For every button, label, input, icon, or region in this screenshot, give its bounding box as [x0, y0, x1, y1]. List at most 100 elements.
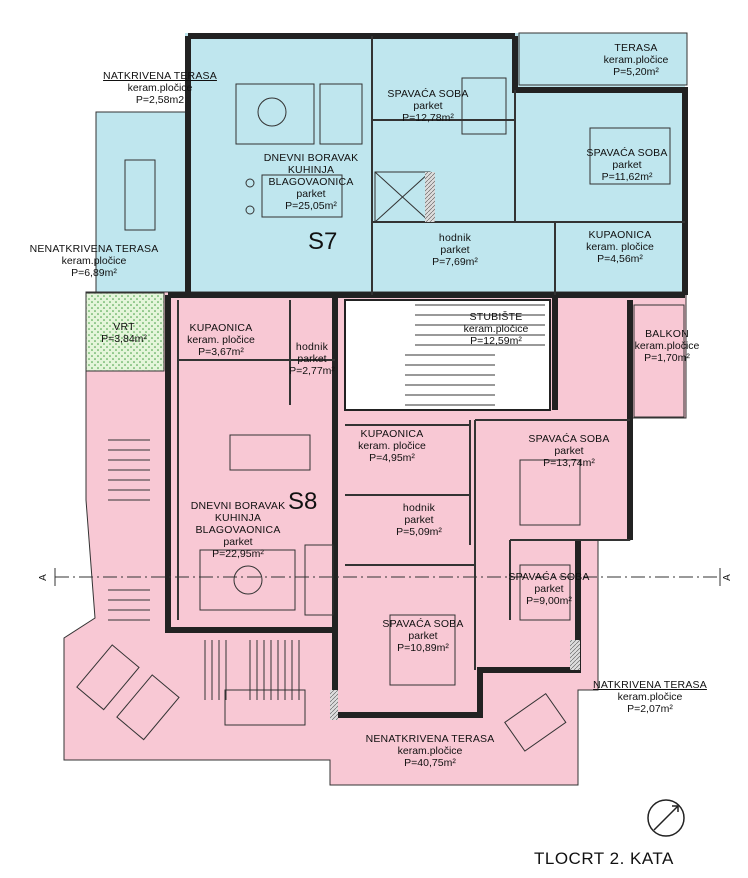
room-finish: parket — [296, 188, 326, 200]
room-area: P=5,20m² — [613, 66, 659, 78]
room-finish: keram. pločice — [358, 440, 426, 452]
room-name: KUPAONICA — [588, 229, 652, 241]
label-vrt: VRT P=3,84m² — [101, 321, 147, 345]
room-name: KUPAONICA — [189, 322, 253, 334]
room-finish: keram. pločice — [586, 241, 654, 253]
room-area: P=4,56m² — [597, 253, 643, 265]
room-finish: parket — [612, 159, 642, 171]
room-area: P=10,89m² — [397, 642, 449, 654]
room-name: NATKRIVENA TERASA — [593, 679, 707, 691]
unit-label-s8: S8 — [288, 488, 318, 515]
label-s8-hodnik-1: hodnik parket P=2,77m² — [289, 341, 335, 377]
room-area: P=3,67m² — [198, 346, 244, 358]
garden-vrt — [85, 292, 165, 372]
room-finish: parket — [534, 583, 564, 595]
label-s7-hodnik: hodnik parket P=7,69m² — [432, 232, 478, 268]
room-name: VRT — [113, 321, 135, 333]
room-finish: keram.pločice — [397, 745, 463, 757]
room-area: P=1,70m² — [644, 352, 690, 364]
label-nat-terasa-right: NATKRIVENA TERASA keram.pločice P=2,07m² — [593, 679, 707, 715]
room-finish: parket — [554, 445, 584, 457]
room-area: P=2,77m² — [289, 365, 335, 377]
room-finish: keram.pločice — [61, 255, 127, 267]
room-area: P=6,89m² — [71, 267, 117, 279]
room-area: P=3,84m² — [101, 333, 147, 345]
room-name: TERASA — [614, 42, 658, 54]
balcony — [633, 304, 685, 418]
north-arrow-icon — [647, 799, 685, 837]
room-name: hodnik — [438, 232, 472, 244]
room-finish: keram.pločice — [127, 82, 193, 94]
room-area: P=40,75m² — [404, 757, 456, 769]
hatched-elements — [330, 172, 580, 720]
label-terasa-top: TERASA keram.pločice P=5,20m² — [604, 42, 669, 78]
room-name: SPAVAĆA SOBA — [387, 88, 469, 100]
room-finish: parket — [408, 630, 438, 642]
label-s7-kupaonica: KUPAONICA keram. pločice P=4,56m² — [586, 229, 654, 265]
room-name: SPAVAĆA SOBA — [382, 618, 464, 630]
label-s8-spavaca-2: SPAVAĆA SOBA parket P=9,00m² — [508, 571, 589, 607]
label-nenat-terasa-left: NENATKRIVENA TERASA keram.pločice P=6,89… — [30, 243, 159, 279]
room-finish: keram.pločice — [617, 691, 683, 703]
room-name: NENATKRIVENA TERASA — [29, 243, 159, 255]
room-area: P=2,58m2 — [135, 94, 185, 106]
drawing-title: TLOCRT 2. KATA — [534, 849, 674, 868]
room-name: STUBIŠTE — [469, 311, 523, 323]
section-marker-left: A — [37, 574, 49, 581]
room-name: NATKRIVENA TERASA — [103, 70, 217, 82]
room-area: P=12,59m² — [470, 335, 522, 347]
room-finish: parket — [440, 244, 470, 256]
unit-label-s7: S7 — [308, 228, 338, 255]
s7-terrace-top-right — [518, 32, 688, 86]
interior-walls — [177, 36, 685, 670]
label-s7-spavaca-1: SPAVAĆA SOBA parket P=12,78m² — [387, 88, 468, 124]
room-area: P=13,74m² — [543, 457, 595, 469]
section-marker-right: A — [721, 574, 733, 581]
label-nat-terasa-top: NATKRIVENA TERASA keram.pločice P=2,58m2 — [103, 70, 217, 106]
room-area: P=9,00m² — [526, 595, 572, 607]
label-s8-hodnik-2: hodnik parket P=5,09m² — [396, 502, 442, 538]
room-name: KUHINJA — [287, 164, 335, 176]
label-s8-dnevni: DNEVNI BORAVAK KUHINJA BLAGOVAONICA park… — [191, 500, 286, 560]
room-finish: parket — [413, 100, 443, 112]
room-name: SPAVAĆA SOBA — [508, 571, 590, 583]
label-s7-spavaca-2: SPAVAĆA SOBA parket P=11,62m² — [586, 147, 667, 183]
room-finish: keram. pločice — [187, 334, 255, 346]
room-name: SPAVAĆA SOBA — [586, 147, 668, 159]
label-s8-kupaonica-1: KUPAONICA keram. pločice P=3,67m² — [187, 322, 255, 358]
s7-terrace-left — [95, 111, 190, 293]
room-name: DNEVNI BORAVAK — [190, 500, 286, 512]
room-finish: keram.pločice — [603, 54, 669, 66]
room-area: P=22,95m² — [212, 548, 264, 560]
apartment-s7 — [95, 32, 688, 295]
room-name: hodnik — [402, 502, 436, 514]
furniture — [76, 77, 671, 752]
label-s8-spavaca-1: SPAVAĆA SOBA parket P=13,74m² — [528, 433, 609, 469]
room-area: P=5,09m² — [396, 526, 442, 538]
label-nenat-terasa-bottom: NENATKRIVENA TERASA keram.pločice P=40,7… — [366, 733, 495, 769]
label-stubiste: STUBIŠTE keram.pločice P=12,59m² — [464, 311, 529, 347]
room-area: P=4,95m² — [369, 452, 415, 464]
room-name: hodnik — [295, 341, 329, 353]
room-name: SPAVAĆA SOBA — [528, 433, 610, 445]
room-name: KUPAONICA — [360, 428, 424, 440]
room-finish: parket — [297, 353, 327, 365]
room-area: P=2,07m² — [627, 703, 673, 715]
label-s8-kupaonica-2: KUPAONICA keram. pločice P=4,95m² — [358, 428, 426, 464]
room-area: P=25,05m² — [285, 200, 337, 212]
label-balkon: BALKON keram.pločice P=1,70m² — [635, 328, 700, 364]
room-finish: parket — [223, 536, 253, 548]
room-finish: parket — [404, 514, 434, 526]
room-name: BALKON — [645, 328, 689, 340]
room-name: DNEVNI BORAVAK — [263, 152, 359, 164]
room-finish: keram.pločice — [463, 323, 529, 335]
room-finish: keram.pločice — [634, 340, 700, 352]
room-name: BLAGOVAONICA — [195, 524, 281, 536]
room-name: NENATKRIVENA TERASA — [365, 733, 495, 745]
stair-treads — [405, 304, 545, 406]
section-line — [54, 568, 721, 586]
room-name: KUHINJA — [214, 512, 262, 524]
label-s7-dnevni: DNEVNI BORAVAK KUHINJA BLAGOVAONICA park… — [264, 152, 359, 212]
label-s8-spavaca-3: SPAVAĆA SOBA parket P=10,89m² — [382, 618, 463, 654]
